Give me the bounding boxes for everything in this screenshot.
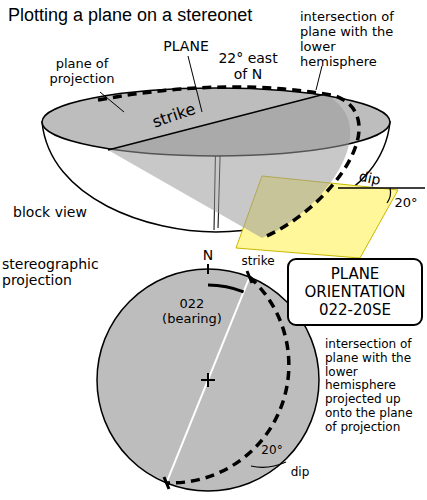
strike-line: [108, 94, 325, 150]
center-cross: [207, 373, 209, 387]
bearing-label: 022 (bearing): [156, 297, 228, 327]
angle-label: 20°: [261, 444, 282, 458]
dip-mark: [251, 462, 286, 467]
callout-label: intersection of plane with the lower hem…: [325, 338, 423, 435]
angle-label: 20°: [394, 196, 417, 211]
dip-arc: [387, 188, 391, 203]
leader-line: [316, 66, 322, 90]
intersection-curve: [98, 87, 359, 238]
horizontal-line: [338, 187, 425, 189]
north-tick: [207, 264, 209, 274]
title: Plotting a plane on a stereonet: [8, 5, 252, 26]
plane-face: [108, 94, 350, 238]
bearing-arc: [208, 285, 244, 292]
label: 22° east of N: [212, 50, 284, 82]
leader-line: [100, 92, 124, 112]
north-label: N: [203, 247, 213, 263]
label: plane of projection: [32, 57, 132, 87]
box-text: PLANE ORIENTATION 022-20SE: [295, 265, 415, 319]
callout-label: intersection of plane with the lower hem…: [300, 10, 404, 70]
dip-label: dip: [358, 168, 383, 188]
dip-label: dip: [291, 466, 310, 480]
label: PLANE: [163, 38, 208, 54]
primitive-circle: [97, 269, 319, 491]
view-label: stereographic projection: [2, 256, 106, 288]
view-label: block view: [13, 204, 87, 220]
strike-label: strike: [241, 255, 274, 269]
strike-line: [166, 277, 249, 483]
orientation-box: PLANE ORIENTATION 022-20SE: [287, 258, 423, 326]
